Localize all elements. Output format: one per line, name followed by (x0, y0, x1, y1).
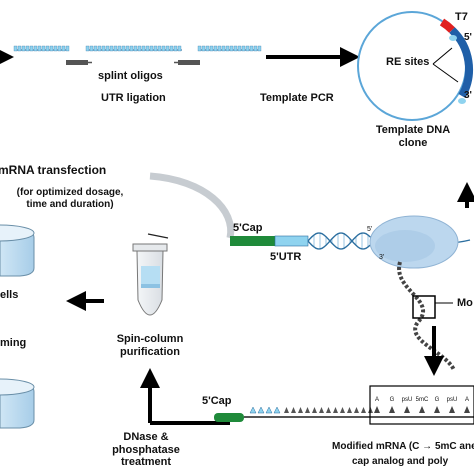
nucleotide-box (369, 385, 474, 425)
transfection-curve (149, 172, 235, 239)
nucleotide-label: psU (447, 397, 458, 403)
mrna-nucleotide (326, 407, 331, 413)
utr-nucleotide (273, 406, 281, 414)
nucleotide-label: G (390, 397, 395, 403)
nucleotide-label: 5mC (416, 397, 429, 403)
template-dna-line1: Template DNA (375, 124, 451, 136)
dnase-label: DNase & phosphatase treatment (106, 431, 186, 469)
dna-strand-2 (307, 232, 381, 250)
plasmid (357, 11, 473, 121)
coding-block (85, 45, 182, 52)
nucleotide-label: A (375, 397, 379, 403)
transfection-note: (for optimized dosage, time and duration… (4, 187, 136, 210)
t7-promoter (439, 18, 455, 33)
boxed-nucleotide (434, 406, 440, 413)
boxed-nucleotide (449, 406, 455, 413)
utr-3-block (197, 45, 262, 52)
mrna-nucleotide (291, 407, 296, 413)
zoom-box (412, 295, 436, 319)
polymerase-three-label: 3' (379, 254, 385, 261)
spin-column (132, 243, 168, 316)
mrna-nucleotide (361, 407, 366, 413)
nascent-mrna (397, 261, 456, 372)
mrna-nucleotide (347, 407, 352, 413)
mrna-nucleotide (340, 407, 345, 413)
utr-nucleotide (265, 406, 273, 414)
three-prime-label: 3' (464, 90, 472, 101)
transfection-note-line1: (for optimized dosage, (16, 187, 124, 198)
transcription-construct (230, 215, 471, 372)
spin-column-label: Spin-column purification (98, 333, 202, 358)
nucleotide-label: G (435, 397, 440, 403)
modified-mrna-line2: cap analog and poly (352, 456, 449, 467)
spin-line1: Spin-column (116, 333, 184, 345)
mrna-nucleotide (305, 407, 310, 413)
re-site-bottom (458, 98, 466, 104)
utr-5-block (13, 45, 70, 52)
nucleotide-label: A (465, 397, 469, 403)
splint-oligo-left (66, 60, 88, 65)
cell-dish-bottom (0, 378, 35, 429)
mrna-transfection-label: mRNA transfection (0, 163, 107, 177)
mo-label: Mo (457, 297, 473, 309)
mrna-nucleotide (284, 407, 289, 413)
reprogramming-label: ming (0, 337, 27, 349)
utr-ligation-label: UTR ligation (101, 92, 166, 104)
utr-nucleotide (257, 406, 265, 414)
transfection-note-line2: time and duration) (26, 198, 114, 210)
dnase-line2: phosphatase (112, 443, 180, 456)
boxed-nucleotide (464, 406, 470, 413)
splint-oligo-right (178, 60, 200, 65)
re-sites-label: RE sites (386, 56, 430, 68)
mrna-nucleotide (298, 407, 303, 413)
dna-strand-1 (307, 232, 381, 250)
cap-block (230, 236, 275, 246)
mrna-nucleotide (312, 407, 317, 413)
dnase-line3: treatment (120, 456, 172, 469)
cap-green (214, 413, 244, 422)
boxed-nucleotide (389, 406, 395, 413)
utr-ligation-strand (0, 45, 262, 67)
boxed-nucleotide (404, 406, 410, 413)
t7-label: T7 (455, 11, 468, 23)
dnase-line1: DNase & (123, 431, 169, 443)
modified-mrna-line1: Modified mRNA (C → 5mC ane (332, 441, 474, 452)
cap-top-label: 5'Cap (233, 222, 263, 234)
template-dna-label: Template DNA clone (365, 124, 461, 149)
utr-top-label: 5'UTR (270, 251, 302, 263)
polymerase-five-label: 5' (367, 226, 373, 233)
mrna-nucleotide (333, 407, 338, 413)
template-dna-line2: clone (398, 136, 428, 149)
boxed-nucleotide (419, 406, 425, 413)
pipette-tip (147, 233, 169, 239)
boxed-nucleotide (374, 406, 380, 413)
nucleotide-label: psU (402, 397, 413, 403)
splint-oligos-label: splint oligos (98, 70, 163, 82)
spin-line2: purification (120, 345, 180, 358)
insert-segment (449, 27, 473, 98)
mrna-nucleotide (319, 407, 324, 413)
cell-dish-top (0, 224, 35, 277)
utr-nucleotide (249, 406, 257, 414)
cap-bottom-label: 5'Cap (202, 395, 232, 407)
cells-label: ells (0, 289, 19, 301)
re-site-top (449, 35, 457, 41)
five-prime-label: 5' (464, 32, 472, 43)
template-pcr-label: Template PCR (260, 92, 334, 104)
mrna-nucleotide (354, 407, 359, 413)
utr-block (274, 235, 309, 247)
